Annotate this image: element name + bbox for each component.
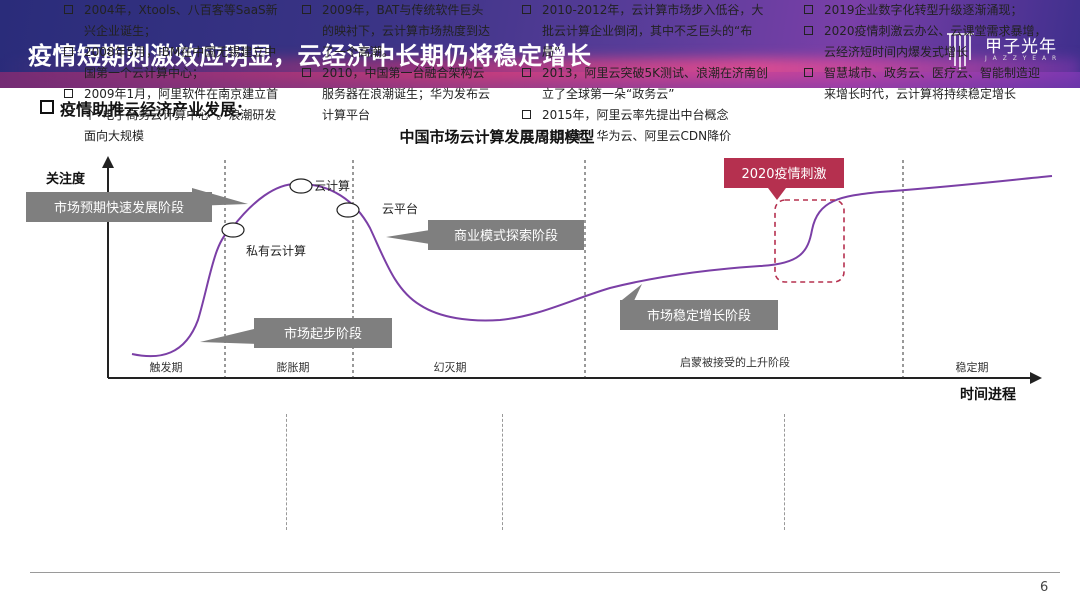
callout-fast-growth: 市场预期快速发展阶段 bbox=[26, 188, 248, 222]
event-item: 2008年5月，IBM在中国无锡建立中国第一个云计算中心； bbox=[62, 42, 280, 84]
event-item: 2004年，Xtools、八百客等SaaS新兴企业诞生； bbox=[62, 0, 280, 42]
callout-market-start-text: 市场起步阶段 bbox=[284, 326, 362, 342]
phase-label-trough: 幻灭期 bbox=[434, 361, 467, 374]
footer-divider bbox=[30, 572, 1060, 573]
event-item: 2010，中国第一台融合架构云服务器在浪潮诞生；华为发布云计算平台 bbox=[300, 63, 492, 126]
callout-covid: 2020疫情刺激 bbox=[724, 158, 844, 200]
point-marker-cloud-computing bbox=[289, 178, 313, 194]
events-column-3: 2010-2012年，云计算市场步入低谷，大批云计算企业倒闭，其中不乏巨头的“布… bbox=[520, 0, 770, 147]
point-label-cloud-computing: 云计算 bbox=[314, 178, 350, 193]
covid-highlight-box bbox=[774, 199, 845, 283]
x-axis-label: 时间进程 bbox=[960, 386, 1016, 403]
phase-label-peak: 膨胀期 bbox=[277, 360, 310, 374]
logo-text: 甲子光年 bbox=[985, 37, 1057, 57]
event-item: 智慧城市、政务云、医疗云、智能制造迎来增长时代，云计算将持续稳定增长 bbox=[802, 63, 1048, 105]
callout-business-explore: 商业模式探索阶段 bbox=[386, 220, 584, 250]
page-title: 疫情短期刺激效应明显，云经济中长期仍将稳定增长 bbox=[28, 42, 592, 70]
page-number: 6 bbox=[1040, 580, 1049, 595]
y-axis-arrow-icon bbox=[102, 156, 114, 168]
callout-stable-growth-text: 市场稳定增长阶段 bbox=[647, 308, 751, 324]
logo-subtext: J A Z Z Y E A R bbox=[985, 55, 1059, 62]
phase-label-slope: 启蒙被接受的上升阶段 bbox=[680, 355, 790, 369]
callout-covid-text: 2020疫情刺激 bbox=[741, 166, 826, 182]
section-title-text: 疫情助推云经济产业发展： bbox=[60, 100, 253, 119]
diagram-title: 中国市场云计算发展周期模型 bbox=[399, 128, 594, 146]
column-divider bbox=[502, 414, 503, 530]
hype-cycle-diagram: 中国市场云计算发展周期模型 关注度 时间进程 触发期 膨胀期 幻灭期 启蒙被接受… bbox=[26, 128, 1053, 403]
events-column-4: 2019企业数字化转型升级逐渐涌现； 2020疫情刺激云办公、云课堂需求暴增，云… bbox=[802, 0, 1048, 105]
events-column-2: 2009年，BAT与传统软件巨头的映衬下，云计算市场热度到达了一个高潮。 201… bbox=[300, 0, 492, 126]
column-divider bbox=[784, 414, 785, 530]
callout-stable-growth: 市场稳定增长阶段 bbox=[620, 284, 778, 330]
checkbox-icon bbox=[40, 100, 54, 114]
section-title: 疫情助推云经济产业发展： bbox=[40, 96, 252, 120]
event-item: 2010-2012年，云计算市场步入低谷，大批云计算企业倒闭，其中不乏巨头的“布… bbox=[520, 0, 770, 63]
event-item: 2016年，华为云、阿里云CDN降价 bbox=[520, 126, 770, 147]
column-divider bbox=[286, 414, 287, 530]
point-label-private-cloud: 私有云计算 bbox=[246, 243, 306, 258]
events-column-1: 2004年，Xtools、八百客等SaaS新兴企业诞生； 2008年5月，IBM… bbox=[62, 0, 280, 147]
event-item: 2009年1月，阿里软件在南京建立首个“电子商务云计算中心”。浪潮研发面向大规模 bbox=[62, 84, 280, 147]
event-item: 2009年，BAT与传统软件巨头的映衬下，云计算市场热度到达了一个高潮。 bbox=[300, 0, 492, 63]
x-axis-arrow-icon bbox=[1030, 372, 1042, 384]
y-axis-label: 关注度 bbox=[46, 171, 86, 187]
event-item: 2019企业数字化转型升级逐渐涌现； bbox=[802, 0, 1048, 21]
callout-business-explore-text: 商业模式探索阶段 bbox=[454, 229, 558, 244]
callout-market-start: 市场起步阶段 bbox=[200, 318, 392, 348]
event-item: 2015年，阿里云率先提出中台概念 bbox=[520, 105, 770, 126]
point-marker-private-cloud bbox=[221, 222, 245, 238]
logo-icon bbox=[947, 33, 974, 70]
callout-fast-growth-text: 市场预期快速发展阶段 bbox=[54, 200, 184, 216]
event-item: 2020疫情刺激云办公、云课堂需求暴增，云经济短时间内爆发式增长 bbox=[802, 21, 1048, 63]
point-label-cloud-platform: 云平台 bbox=[382, 201, 418, 216]
point-marker-cloud-platform bbox=[336, 202, 360, 218]
event-item: 2013，阿里云突破5K测试、浪潮在济南创立了全球第一朵“政务云” bbox=[520, 63, 770, 105]
phase-label-plateau: 稳定期 bbox=[956, 360, 989, 374]
phase-label-trigger: 触发期 bbox=[150, 360, 183, 374]
